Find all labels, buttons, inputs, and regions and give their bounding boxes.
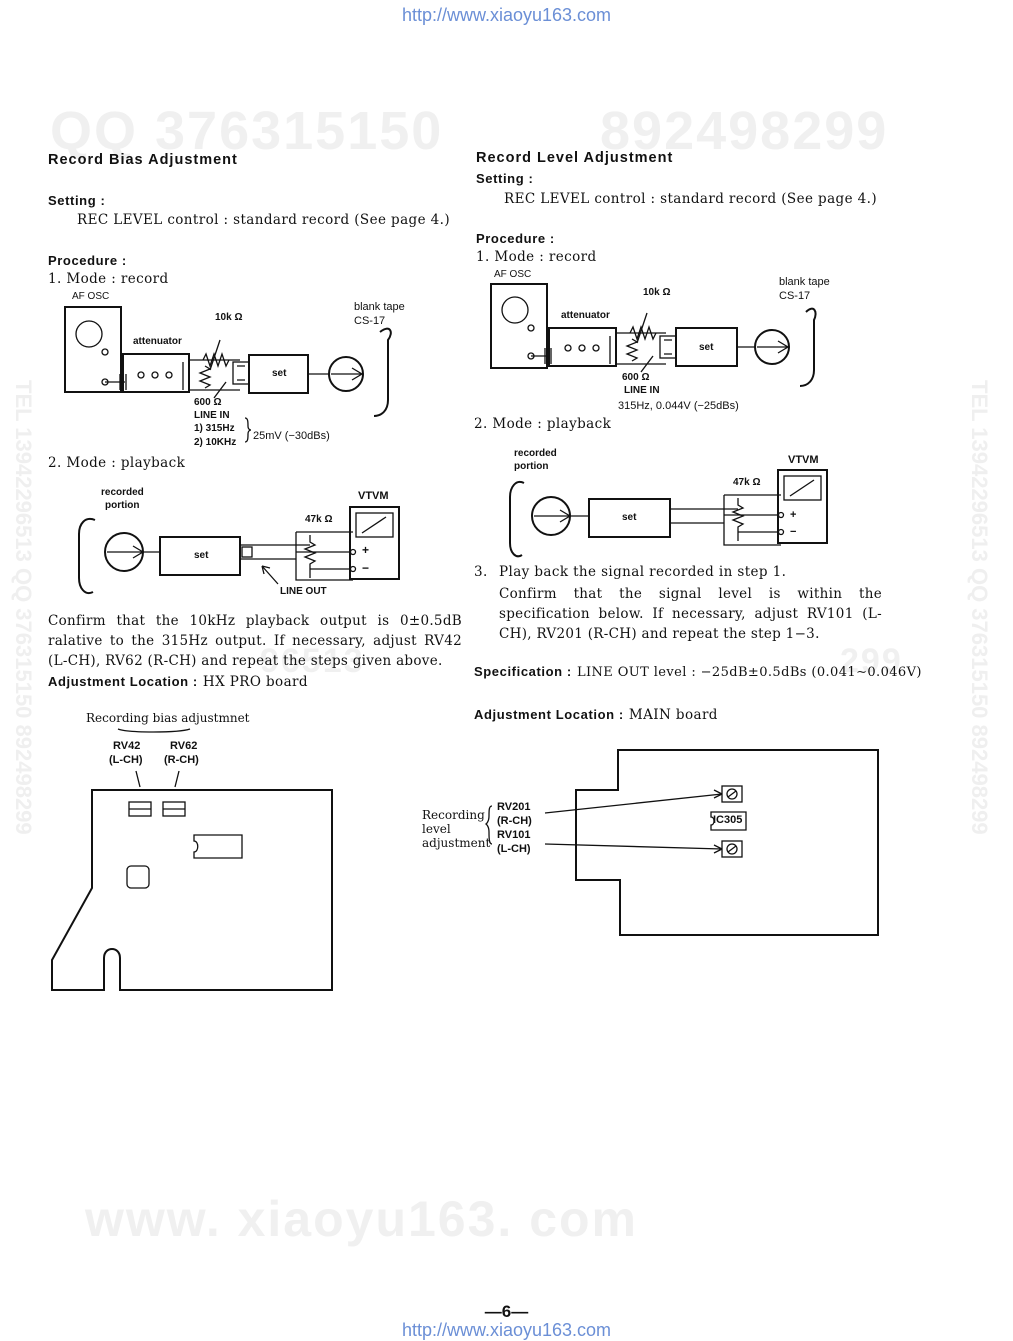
portion-label: portion xyxy=(105,500,140,511)
plus-terminal: + xyxy=(362,543,370,557)
step-3-paragraph: Confirm that the signal level is within … xyxy=(499,586,882,642)
set-label: set xyxy=(272,368,287,379)
board-caption: Recording bias adjustmnet xyxy=(86,711,250,725)
af-osc-label: AF OSC xyxy=(494,269,532,280)
watermark: 299 xyxy=(840,642,903,680)
board-label: level xyxy=(422,822,451,836)
channel-label: (L-CH) xyxy=(109,754,143,766)
frequency-label: 2) 10KHz xyxy=(194,437,237,448)
step-2: 2. Mode : playback xyxy=(474,416,612,432)
tape-label: blank tape xyxy=(354,301,405,313)
watermark: 96513 xyxy=(260,642,365,680)
channel-label: (R-CH) xyxy=(164,754,199,766)
setting-text: REC LEVEL control : standard record (See… xyxy=(504,191,877,207)
set-label: set xyxy=(194,550,209,561)
vtvm-label: VTVM xyxy=(788,454,819,466)
level-label: 315Hz, 0.044V (−25dBs) xyxy=(618,400,739,412)
set-label: set xyxy=(622,512,637,523)
confirm-paragraph: Confirm that the 10kHz playback output i… xyxy=(48,613,462,669)
plus-terminal: + xyxy=(790,509,797,521)
portion-label: portion xyxy=(514,461,549,472)
board-label: Recording xyxy=(422,808,485,822)
adjustment-location: Adjustment Location : HX PRO board xyxy=(48,671,308,690)
procedure-label: Procedure : xyxy=(476,231,555,246)
resistor-label: 10k Ω xyxy=(643,287,671,298)
tape-label: CS-17 xyxy=(354,315,386,327)
minus-terminal: − xyxy=(362,561,370,575)
resistor-label: 47k Ω xyxy=(733,477,761,488)
adjustment-location-value: HX PRO board xyxy=(202,674,308,690)
resistor-label: 600 Ω xyxy=(622,372,650,383)
adjustment-location-value: MAIN board xyxy=(628,707,718,723)
board-label: adjustment xyxy=(422,836,491,850)
specification-value: LINE OUT level : −25dB±0.5dBs (0.041∼0.0… xyxy=(576,665,922,680)
attenuator-label: attenuator xyxy=(133,336,182,347)
minus-terminal: − xyxy=(790,526,797,538)
attenuator-label: attenuator xyxy=(561,310,610,321)
adjustment-location: Adjustment Location : MAIN board xyxy=(474,704,718,723)
step-3-number: 3. xyxy=(474,564,488,580)
recorded-label: recorded xyxy=(514,448,557,459)
resistor-label: 10k Ω xyxy=(215,312,243,323)
step-3-line: Play back the signal recorded in step 1. xyxy=(499,564,787,580)
section-title: Record Bias Adjustment xyxy=(48,152,238,168)
section-title: Record Level Adjustment xyxy=(476,150,674,166)
site-url[interactable]: http://www.xiaoyu163.com xyxy=(401,1320,612,1340)
resistor-label: 47k Ω xyxy=(305,514,333,525)
procedure-label: Procedure : xyxy=(48,253,127,268)
step-1: 1. Mode : record xyxy=(476,249,597,265)
frequency-label: 1) 315Hz xyxy=(194,423,235,434)
page-number: —6— xyxy=(484,1302,529,1321)
watermark: QQ 376315150 xyxy=(50,101,444,161)
ic305-label: IC305 xyxy=(713,814,743,826)
setting-text: REC LEVEL control : standard record (See… xyxy=(77,212,450,228)
specification: Specification : LINE OUT level : −25dB±0… xyxy=(474,661,922,680)
vtvm-label: VTVM xyxy=(358,490,389,502)
resistor-label: 600 Ω xyxy=(194,397,222,408)
adjustment-location-label: Adjustment Location : xyxy=(474,707,624,722)
line-in-label: LINE IN xyxy=(194,410,230,421)
adjustment-location-label: Adjustment Location : xyxy=(48,674,198,689)
af-osc-label: AF OSC xyxy=(72,291,110,302)
step-2: 2. Mode : playback xyxy=(48,455,186,471)
set-label: set xyxy=(699,342,714,353)
specification-label: Specification : xyxy=(474,664,572,679)
step-1: 1. Mode : record xyxy=(48,271,169,287)
tape-label: blank tape xyxy=(779,276,830,288)
recorded-label: recorded xyxy=(101,487,144,498)
tape-label: CS-17 xyxy=(779,290,811,302)
rv101-label: RV101 xyxy=(497,829,531,841)
watermark: 892498299 xyxy=(600,101,889,161)
channel-label: (R-CH) xyxy=(497,815,532,827)
setting-label: Setting : xyxy=(476,171,534,186)
watermark: www. xiaoyu163. com xyxy=(85,1191,639,1247)
setting-label: Setting : xyxy=(48,193,106,208)
rv201-label: RV201 xyxy=(497,801,531,813)
channel-label: (L-CH) xyxy=(497,843,531,855)
line-in-label: LINE IN xyxy=(624,385,660,396)
level-label: 25mV (−30dBs) xyxy=(253,430,330,442)
site-url[interactable]: http://www.xiaoyu163.com xyxy=(401,5,612,25)
rv42-label: RV42 xyxy=(113,740,141,752)
rv62-label: RV62 xyxy=(170,740,198,752)
line-out-label: LINE OUT xyxy=(280,586,327,597)
